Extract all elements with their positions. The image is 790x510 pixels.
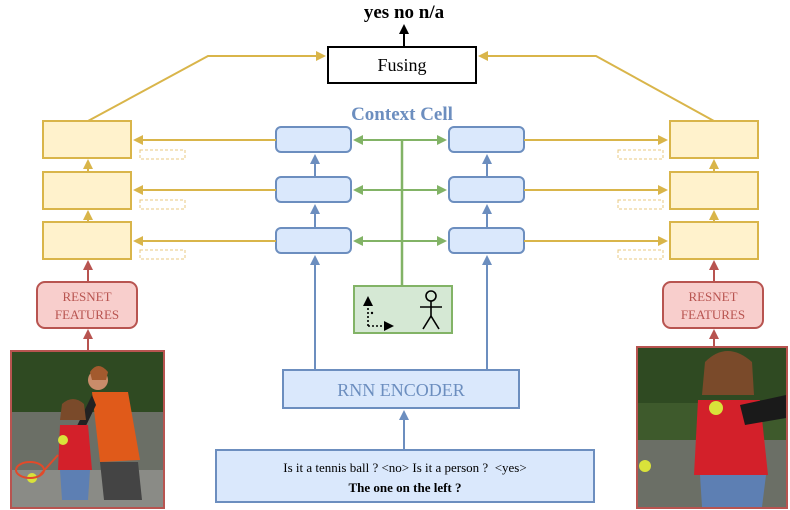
left-dashed-box-2: [139, 199, 186, 210]
resnet-right-line-2: FEATURES: [681, 307, 745, 322]
spatial-feature-box: [353, 285, 453, 334]
context-to-left-arrows: [133, 135, 276, 246]
person-icon: [420, 290, 442, 330]
left-cell-3: [42, 221, 132, 260]
context-cell-label: Context Cell: [351, 104, 453, 125]
context-right-stack: [448, 126, 525, 369]
right-dashed-box-3: [617, 249, 664, 260]
context-right-cell-3: [448, 227, 525, 254]
right-lstm-stack: [617, 120, 759, 260]
fusing-box: [327, 46, 477, 84]
dialogue-line-1: Is it a tennis ball ? <no> Is it a perso…: [283, 460, 526, 475]
left-dashed-box-3: [139, 249, 186, 260]
context-to-right-arrows: [524, 135, 668, 246]
coordinates-icon: [363, 296, 394, 331]
resnet-left-line-1: RESNET: [62, 289, 111, 304]
right-dashed-box-1: [617, 149, 664, 160]
fusing-label: Fusing: [377, 55, 426, 75]
right-cell-2: [669, 171, 759, 210]
context-green-connections: [353, 135, 447, 285]
left-lstm-stack: [42, 120, 186, 260]
left-dashed-box-1: [139, 149, 186, 160]
rnn-encoder-label: RNN ENCODER: [337, 380, 465, 400]
left-photo: [10, 350, 165, 509]
right-photo: [636, 346, 788, 509]
dialogue-line-2: The one on the left ?: [348, 480, 461, 495]
context-left-cell-2: [275, 176, 352, 203]
right-cell-1: [669, 120, 759, 159]
context-left-cell-1: [275, 126, 352, 153]
dialogue-box: [215, 449, 595, 503]
right-cell-3: [669, 221, 759, 260]
left-cell-2: [42, 171, 132, 210]
resnet-left-line-2: FEATURES: [55, 307, 119, 322]
context-right-cell-1: [448, 126, 525, 153]
resnet-right-line-1: RESNET: [688, 289, 737, 304]
rnn-encoder-box: [282, 369, 520, 409]
left-to-fusing-arrow: [87, 51, 326, 122]
right-dashed-box-2: [617, 199, 664, 210]
context-right-cell-2: [448, 176, 525, 203]
left-cell-1: [42, 120, 132, 159]
right-to-fusing-arrow: [478, 51, 715, 122]
output-label: yes no n/a: [364, 2, 445, 23]
context-left-stack: [275, 126, 352, 369]
context-left-cell-3: [275, 227, 352, 254]
